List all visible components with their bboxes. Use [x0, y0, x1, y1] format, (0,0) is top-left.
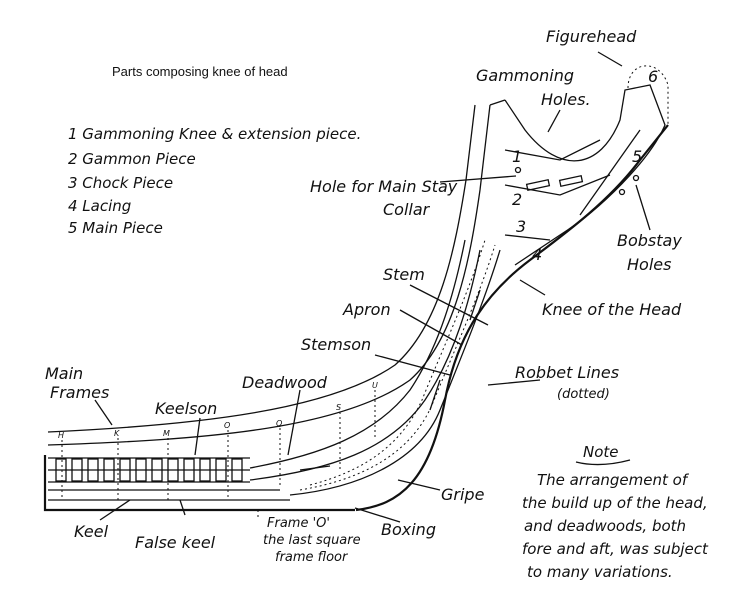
note-line-3: and deadwoods, both — [524, 517, 686, 535]
leader-lines — [94, 51, 651, 523]
frame-letter-s: S — [336, 403, 341, 412]
legend-item-1: 1 Gammoning Knee & extension piece. — [68, 125, 361, 143]
part-number-1: 1 — [512, 147, 522, 166]
label-boxing: Boxing — [381, 520, 436, 539]
label-frame-o-3: frame floor — [275, 550, 349, 565]
label-robbet-lines-1: Robbet Lines — [515, 363, 619, 382]
label-hole-main-stay-1: Hole for Main Stay — [310, 177, 458, 196]
part-number-5: 5 — [632, 147, 642, 166]
label-gammoning-holes-1: Gammoning — [476, 66, 574, 85]
legend-item-2: 2 Gammon Piece — [68, 150, 196, 168]
label-main-frames-2: Frames — [50, 383, 109, 402]
frame-ticks — [61, 390, 376, 520]
label-stem: Stem — [383, 265, 425, 284]
note-line-5: to many variations. — [527, 563, 673, 581]
hull-drawing — [43, 65, 669, 512]
label-bobstay-holes-1: Bobstay — [617, 231, 682, 250]
legend-item-4: 4 Lacing — [68, 197, 131, 215]
label-keelson: Keelson — [155, 399, 217, 418]
parts-legend: 1 Gammoning Knee & extension piece. 2 Ga… — [68, 125, 361, 237]
frame-letter-h: H — [58, 431, 64, 440]
note-line-2: the build up of the head, — [522, 494, 708, 512]
label-frame-o-1: Frame 'O' — [267, 516, 330, 531]
label-main-frames-1: Main — [45, 364, 83, 383]
label-gripe: Gripe — [441, 485, 485, 504]
label-figurehead: Figurehead — [546, 27, 637, 46]
part-number-6: 6 — [648, 67, 658, 86]
note-line-1: The arrangement of — [537, 471, 690, 489]
legend-item-5: 5 Main Piece — [68, 219, 163, 237]
part-number-3: 3 — [516, 217, 526, 236]
frame-letter-q: Q — [276, 419, 282, 428]
legend-item-3: 3 Chock Piece — [68, 174, 173, 192]
frame-letter-u: U — [372, 381, 378, 390]
frame-letter-k: K — [114, 429, 120, 438]
label-bobstay-holes-2: Holes — [627, 255, 671, 274]
note-block: Note The arrangement of the build up of … — [522, 443, 709, 581]
label-apron: Apron — [342, 300, 391, 319]
label-deadwood: Deadwood — [242, 373, 328, 392]
diagram-title: Parts composing knee of head — [112, 64, 288, 79]
label-robbet-lines-2: (dotted) — [557, 387, 610, 402]
part-number-2: 2 — [512, 190, 522, 209]
label-frame-o-2: the last square — [263, 533, 361, 548]
label-gammoning-holes-2: Holes. — [541, 90, 591, 109]
note-heading-underline — [575, 459, 631, 466]
label-hole-main-stay-2: Collar — [383, 200, 431, 219]
frame-letter-o: O — [224, 421, 230, 430]
part-number-4: 4 — [532, 245, 542, 264]
label-stemson: Stemson — [301, 335, 371, 354]
label-keel: Keel — [74, 522, 109, 541]
note-heading: Note — [583, 443, 619, 461]
frame-letter-m: M — [163, 429, 170, 438]
label-false-keel: False keel — [135, 533, 216, 552]
note-line-4: fore and aft, was subject — [522, 540, 709, 558]
label-knee-of-head: Knee of the Head — [542, 300, 682, 319]
